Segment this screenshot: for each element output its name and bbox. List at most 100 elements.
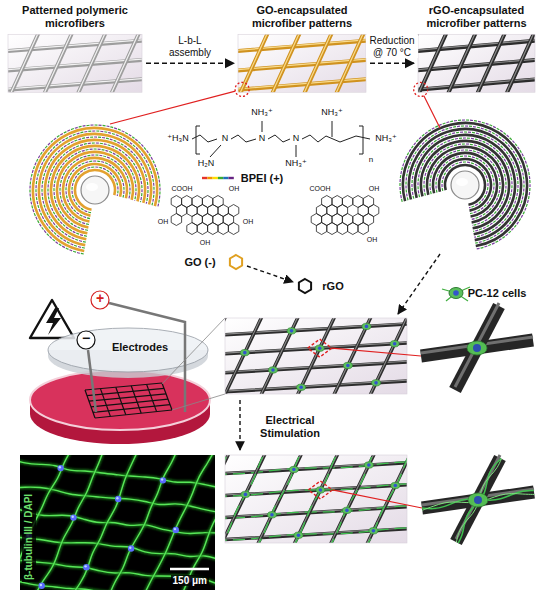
zoom-guide xyxy=(162,318,225,384)
pc12-cell xyxy=(342,507,351,513)
zoom-rhombus xyxy=(308,481,332,499)
terminal-ring xyxy=(77,331,95,349)
pc12-cell-icon xyxy=(442,287,470,301)
fiber-cylinder xyxy=(422,492,534,508)
material-key: GO (-) xyxy=(183,256,216,268)
sheet-layer xyxy=(445,165,485,205)
chemical-group: H₂N xyxy=(197,159,216,169)
neurite xyxy=(225,484,407,497)
microfiber xyxy=(238,40,366,52)
fiber-highlight xyxy=(259,318,301,394)
bpei-layer xyxy=(424,144,506,225)
microfiber xyxy=(109,34,141,92)
fiber-highlight xyxy=(504,34,535,92)
fiber-highlight xyxy=(225,318,264,394)
pc12-cell xyxy=(315,345,324,351)
bpei-layer xyxy=(400,120,530,249)
bpei-layer xyxy=(400,120,530,249)
panel-title: GO-encapsulated microfiber patterns xyxy=(238,4,366,29)
neurite xyxy=(255,455,303,543)
neurite-network xyxy=(20,459,215,488)
microfiber xyxy=(334,34,366,92)
microfiber xyxy=(225,528,407,540)
cell-nucleus xyxy=(393,342,397,346)
bpei-layer xyxy=(66,161,124,219)
neurite xyxy=(365,455,407,543)
fiber-highlight xyxy=(8,78,142,90)
culture-medium xyxy=(30,370,210,430)
panel-heading: GO-encapsulated microfiber patterns xyxy=(238,4,366,92)
sheet-layer xyxy=(69,164,121,216)
core-fiber xyxy=(81,176,109,204)
polarity-sign: − xyxy=(81,331,91,346)
bpei-layer xyxy=(406,126,524,243)
fiber-highlight xyxy=(225,484,407,496)
neurite xyxy=(292,455,340,543)
cell-nucleus xyxy=(345,509,349,513)
electrode-rod xyxy=(88,350,96,412)
carbon-ring xyxy=(337,223,347,235)
fiber-highlight xyxy=(225,462,407,474)
bpei-layer xyxy=(36,131,154,248)
nucleus-highlight xyxy=(40,584,42,586)
microfiber xyxy=(418,79,535,91)
scale-label: 150 μm xyxy=(171,575,209,586)
bpei-layer xyxy=(418,138,512,231)
pc12-cell xyxy=(468,493,488,507)
panel-heading: rGO-encapsulated microfiber patterns xyxy=(418,4,535,92)
core-fiber xyxy=(451,171,479,199)
neurite-network xyxy=(70,455,140,590)
bpei-layer xyxy=(48,143,142,236)
bpei-layer xyxy=(48,143,142,236)
bpei-layer xyxy=(412,132,518,237)
neurite-network xyxy=(142,455,215,590)
fiber-highlight xyxy=(76,34,108,92)
microfiber xyxy=(225,380,407,392)
carbon-ring xyxy=(187,223,197,235)
polymer-fiber-mesh xyxy=(8,34,142,92)
carbon-ring xyxy=(316,223,326,235)
nucleus-stain xyxy=(38,583,44,589)
cell-nucleus xyxy=(394,484,398,488)
cell-nucleus xyxy=(346,364,350,368)
microfiber xyxy=(418,34,449,92)
cell-nucleus xyxy=(372,529,376,533)
neurite-glow xyxy=(142,455,215,590)
scaffold-grid xyxy=(95,410,172,418)
microfiber xyxy=(225,462,407,474)
panel-title: rGO-encapsulated microfiber patterns xyxy=(418,4,535,29)
neurite-glow xyxy=(108,455,178,590)
fiber-highlight xyxy=(225,361,407,373)
zoom-marker xyxy=(110,82,249,124)
functional-group: OH xyxy=(242,218,255,226)
material-key: BPEI (+) xyxy=(240,172,284,184)
bpei-layer xyxy=(430,150,500,219)
pattern-frame xyxy=(418,34,535,92)
go-hexagon-icon xyxy=(230,255,242,269)
fiber-highlight xyxy=(238,34,270,92)
pc12-cell xyxy=(391,482,400,488)
nucleus-highlight xyxy=(161,478,163,480)
microfiber xyxy=(238,34,270,92)
cell-nucleus xyxy=(270,513,274,517)
seeded-fiber-mesh xyxy=(225,318,407,394)
fiber-highlight xyxy=(446,34,478,92)
bpei-layer xyxy=(30,125,160,254)
pc12-cell xyxy=(294,532,303,538)
bpei-layer xyxy=(60,155,130,224)
zoom-circle xyxy=(235,82,249,96)
zoom-line xyxy=(332,348,421,356)
functional-group: OH xyxy=(199,239,212,247)
bpei-key-line xyxy=(223,177,228,179)
pattern-frame xyxy=(8,34,142,92)
chemical-group: NH₃⁺ xyxy=(284,159,307,169)
nucleus-highlight xyxy=(72,516,74,518)
rgo-hexagon-icon xyxy=(299,279,311,293)
fiber-highlight xyxy=(475,34,507,92)
cell-nucleus xyxy=(473,344,481,352)
process-arrow xyxy=(370,63,414,65)
sheet-layer xyxy=(33,128,157,251)
cell-nucleus xyxy=(474,496,482,504)
sheet-layer xyxy=(39,134,151,245)
neurite-glow xyxy=(20,455,72,590)
